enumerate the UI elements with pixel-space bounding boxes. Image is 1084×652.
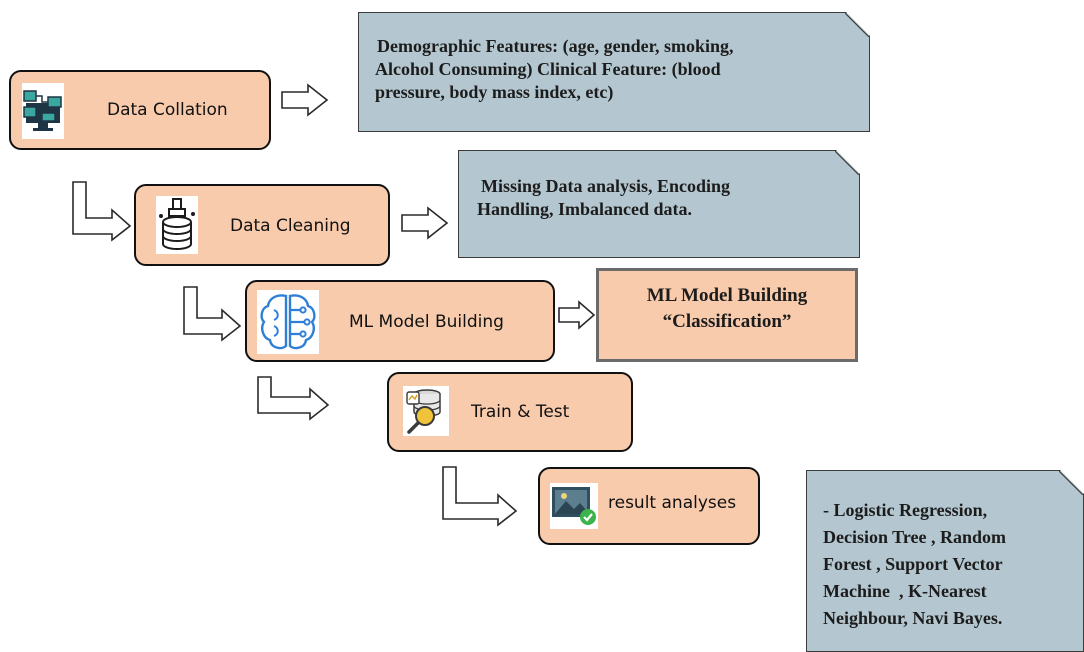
note-cleaning-detail: Missing Data analysis, Encoding Handling… [458, 150, 860, 258]
classification-box: ML Model Building “Classification” [596, 268, 858, 362]
note-algorithms: - Logistic Regression, Decision Tree , R… [806, 470, 1084, 652]
classification-subtitle: “Classification” [662, 311, 792, 332]
arrow-ml-to-classification [558, 300, 596, 330]
note-line: Alcohol Consuming) Clinical Feature: (bl… [375, 59, 721, 79]
step-label-result-analyses: result analyses [608, 493, 737, 513]
data-search-icon [403, 386, 449, 436]
note-line: Missing Data analysis, Encoding [481, 176, 731, 196]
note-folded-corner [835, 151, 859, 175]
note-line: Machine , K-Nearest [823, 581, 987, 601]
note-line: Forest , Support Vector [823, 554, 1003, 574]
step-label-train-test: Train & Test [471, 402, 570, 422]
bent-arrow-ml-to-train [257, 376, 330, 421]
note-folded-corner [1059, 471, 1083, 495]
step-train-test: Train & Test [387, 372, 633, 452]
note-line: Demographic Features: (age, gender, smok… [377, 36, 734, 56]
classification-title: ML Model Building [646, 285, 808, 306]
note-line: Decision Tree , Random [823, 527, 1006, 547]
database-cleaning-icon [156, 196, 198, 254]
note-line: pressure, body mass index, etc) [375, 82, 614, 102]
arrow-cleaning-to-detail [401, 206, 449, 240]
note-line: - Logistic Regression, [823, 500, 988, 520]
bent-arrow-train-to-result [442, 466, 518, 527]
brain-circuit-icon [257, 290, 319, 354]
note-line: Handling, Imbalanced data. [477, 199, 693, 219]
note-line: Neighbour, Navi Bayes. [823, 608, 1003, 628]
bent-arrow-cleaning-to-ml [183, 286, 242, 342]
step-result-analyses: result analyses [538, 467, 760, 545]
bent-arrow-collation-to-cleaning [72, 181, 132, 242]
step-ml-model-building: ML Model Building [245, 280, 555, 362]
note-folded-corner [845, 13, 869, 37]
step-data-cleaning: Data Cleaning [134, 184, 390, 266]
step-label-data-collation: Data Collation [107, 100, 228, 120]
step-data-collation: Data Collation [9, 70, 271, 150]
step-label-ml-model-building: ML Model Building [349, 312, 504, 332]
arrow-collation-to-detail [281, 83, 329, 117]
step-label-data-cleaning: Data Cleaning [230, 216, 351, 236]
image-check-icon [550, 483, 598, 529]
note-collation-detail: Demographic Features: (age, gender, smok… [358, 12, 870, 132]
computer-network-icon [22, 83, 64, 139]
